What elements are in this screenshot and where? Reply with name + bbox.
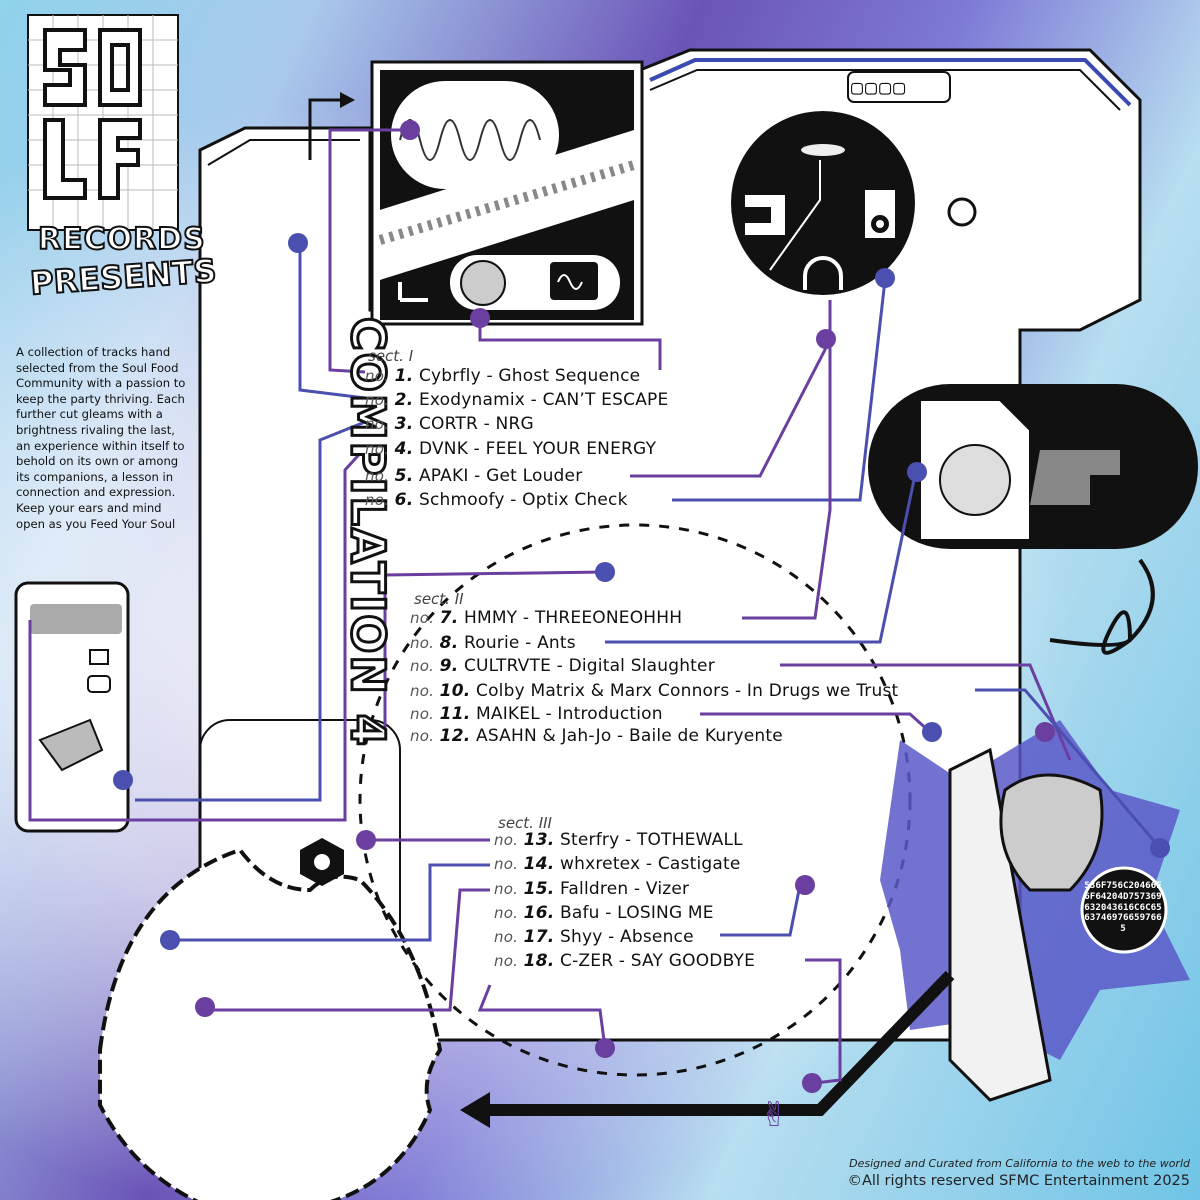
waveform-screen — [370, 60, 644, 326]
return-arrow — [480, 970, 955, 1116]
section-label: sect. III — [498, 814, 552, 832]
arrow-head-icon — [460, 1092, 490, 1128]
track-row: no. 14. whxretex - Castigate — [494, 854, 741, 874]
ring-icon — [947, 197, 977, 227]
gameboy-device — [948, 747, 1104, 1102]
track-row: no. 3. CORTR - NRG — [365, 414, 534, 434]
connector-nodes — [113, 120, 1170, 1093]
section-label: sect. II — [414, 590, 464, 608]
dots-pill — [847, 71, 951, 103]
track-row: no. 11. MAIKEL - Introduction — [410, 704, 663, 724]
hex-code: 536F756C20466F6F64204D757369632043616C6C… — [1084, 880, 1162, 935]
track-row: no. 18. C-ZER - SAY GOODBYE — [494, 951, 756, 971]
track-row: no. 13. Sterfry - TOTHEWALL — [494, 830, 743, 850]
logo-grid — [27, 14, 179, 231]
track-row: no. 15. Falldren - Vizer — [494, 879, 690, 899]
track-row: no. 6. Schmoofy - Optix Check — [365, 490, 628, 510]
track-row: no. 1. Cybrfly - Ghost Sequence — [365, 366, 641, 386]
track-row: no. 5. APAKI - Get Louder — [365, 466, 583, 486]
footer-credit: Designed and Curated from California to … — [849, 1157, 1190, 1170]
squiggle-line — [1049, 558, 1155, 655]
track-row: no. 12. ASAHN & Jah-Jo - Baile de Kuryen… — [410, 726, 783, 746]
track-row: no. 17. Shyy - Absence — [494, 927, 694, 947]
audio-routing-circle — [731, 111, 915, 295]
footer-copyright: ©All rights reserved SFMC Entertainment … — [847, 1173, 1190, 1189]
track-row: no. 16. Bafu - LOSING ME — [494, 903, 714, 923]
hex-nut-icon — [300, 838, 344, 886]
corner-arrow — [308, 98, 350, 160]
connector-lines — [28, 128, 1162, 1085]
gear-shape — [98, 847, 443, 1200]
peace-hand-icon: ✌ — [760, 1095, 789, 1135]
track-row: no. 7. HMMY - THREEONEOHHH — [410, 608, 683, 628]
track-row: no. 10. Colby Matrix & Marx Connors - In… — [410, 681, 899, 701]
track-row: no. 4. DVNK - FEEL YOUR ENERGY — [365, 439, 657, 459]
description-blurb: A collection of tracks hand selected fro… — [16, 345, 186, 531]
track-row: no. 9. CULTRVTE - Digital Slaughter — [410, 656, 715, 676]
camera-pill — [868, 384, 1198, 549]
track-row: no. 2. Exodynamix - CAN’T ESCAPE — [365, 390, 669, 410]
section-label: sect. I — [368, 347, 414, 365]
logo-records: RECORDS — [37, 221, 206, 258]
track-row: no. 8. Rourie - Ants — [410, 633, 576, 653]
corner-arrow-head-icon — [340, 92, 355, 108]
phone-device — [14, 581, 130, 833]
dots-label: ▢▢▢▢ — [851, 75, 908, 99]
